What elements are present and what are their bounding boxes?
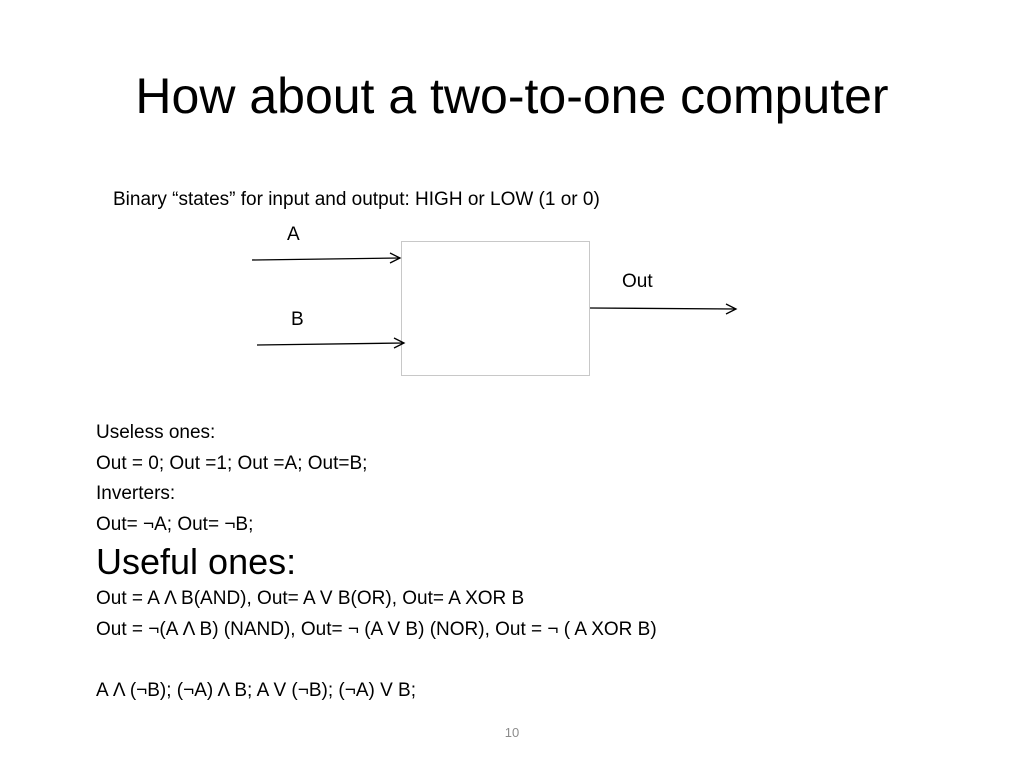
body-text: Useless ones: Out = 0; Out =1; Out =A; O… bbox=[96, 418, 657, 706]
slide-title: How about a two-to-one computer bbox=[135, 68, 889, 124]
useful-basic-gates: Out = A Λ B(AND), Out= A V B(OR), Out= A… bbox=[96, 588, 525, 609]
input-b-arrow bbox=[256, 337, 406, 349]
inverter-examples: Out= ¬A; Out= ¬B; bbox=[96, 513, 254, 535]
inverters-heading: Inverters: bbox=[96, 483, 176, 504]
input-a-label: A bbox=[287, 224, 300, 245]
page-number: 10 bbox=[504, 725, 520, 740]
spacer bbox=[96, 645, 657, 676]
useless-heading: Useless ones: bbox=[96, 422, 216, 443]
input-b-label: B bbox=[291, 309, 304, 330]
mixed-gates: A Λ (¬B); (¬A) Λ B; A V (¬B); (¬A) V B; bbox=[96, 679, 417, 701]
useful-negated-gates: Out = ¬(A Λ B) (NAND), Out= ¬ (A V B) (N… bbox=[96, 618, 657, 640]
useless-examples: Out = 0; Out =1; Out =A; Out=B; bbox=[96, 452, 368, 474]
input-a-arrow bbox=[251, 252, 402, 264]
gate-box bbox=[401, 241, 590, 376]
diagram-caption: Binary “states” for input and output: HI… bbox=[113, 189, 600, 210]
output-label: Out bbox=[622, 271, 653, 292]
output-arrow bbox=[589, 303, 738, 315]
useful-heading: Useful ones: bbox=[96, 541, 297, 582]
